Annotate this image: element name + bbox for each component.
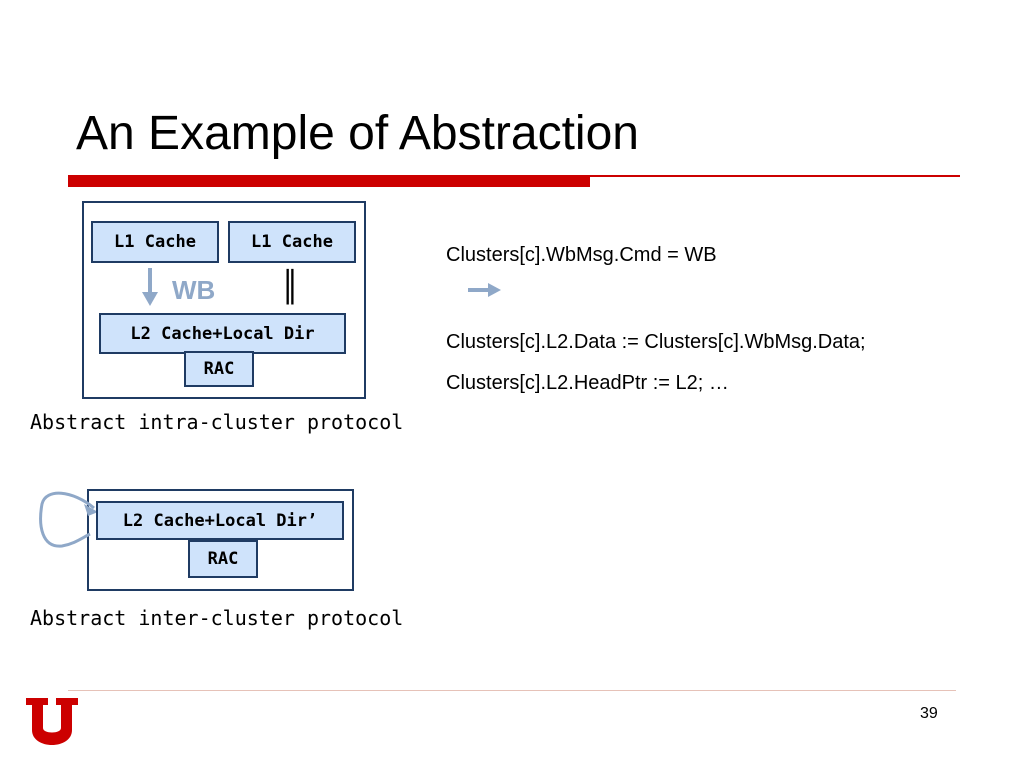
page-number: 39 — [920, 705, 938, 722]
action-line-2: Clusters[c].L2.HeadPtr := L2; … — [446, 372, 729, 394]
parallel-mark: ║ — [281, 270, 300, 305]
action-line-1: Clusters[c].L2.Data := Clusters[c].WbMsg… — [446, 331, 866, 353]
title-underline-thick — [68, 175, 590, 187]
writeback-down-arrow — [142, 268, 158, 306]
implies-arrow — [468, 283, 501, 297]
intra-cluster-caption: Abstract intra-cluster protocol — [30, 410, 404, 434]
rac-box: RAC — [184, 351, 254, 387]
university-of-utah-block-u-icon — [26, 698, 78, 745]
title-underline-thin — [590, 175, 960, 177]
slide-title: An Example of Abstraction — [76, 107, 639, 160]
l1-cache-right-box: L1 Cache — [228, 221, 356, 263]
l2-cache-local-dir-prime-box: L2 Cache+Local Dir’ — [96, 501, 344, 540]
inter-cluster-caption: Abstract inter-cluster protocol — [30, 606, 404, 630]
rac-box-inter: RAC — [188, 540, 258, 578]
wb-label: WB — [172, 275, 216, 305]
guard-condition: Clusters[c].WbMsg.Cmd = WB — [446, 244, 717, 266]
self-loop-arrow — [39, 491, 98, 548]
l2-cache-local-dir-box: L2 Cache+Local Dir — [99, 313, 346, 354]
footer-divider — [68, 690, 956, 691]
l1-cache-left-box: L1 Cache — [91, 221, 219, 263]
